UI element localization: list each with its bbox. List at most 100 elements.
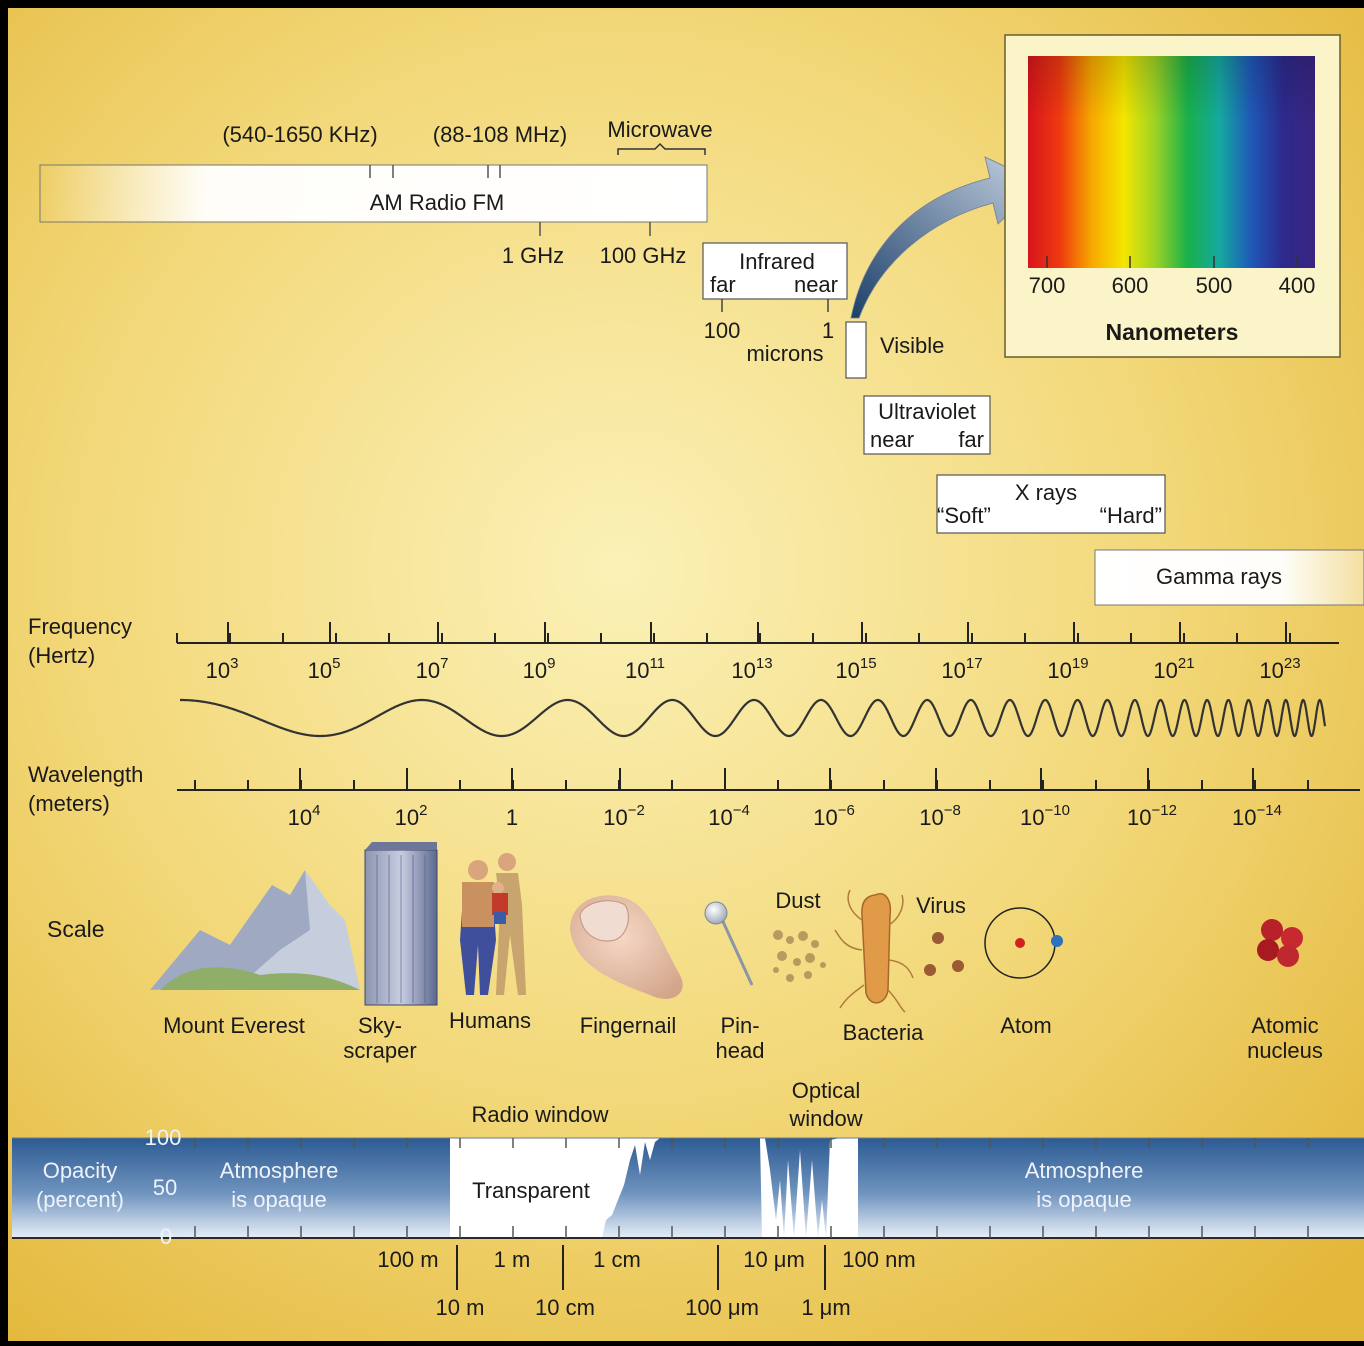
wavelength-tick-label: 104 bbox=[288, 802, 321, 830]
nucleus-icon bbox=[1257, 919, 1303, 967]
xray-soft: “Soft” bbox=[937, 503, 991, 528]
fingernail-icon bbox=[570, 895, 683, 999]
infrared-near: near bbox=[794, 272, 838, 297]
skyscraper-label-1: Sky- bbox=[358, 1013, 402, 1038]
skyscraper-label-2: scraper bbox=[343, 1038, 416, 1063]
virus-label: Virus bbox=[916, 893, 966, 918]
gamma-label: Gamma rays bbox=[1156, 564, 1282, 589]
frequency-tick-label: 1021 bbox=[1153, 655, 1194, 683]
scale-label: Scale bbox=[47, 916, 105, 942]
frequency-tick-label: 1019 bbox=[1047, 655, 1088, 683]
axis-100nm: 100 nm bbox=[842, 1247, 915, 1272]
humans-icon bbox=[460, 853, 526, 995]
gamma-band: Gamma rays bbox=[1094, 549, 1364, 606]
skyscraper-icon bbox=[364, 842, 438, 1006]
fingernail-label: Fingernail bbox=[580, 1013, 677, 1038]
wavelength-tick-label: 10−10 bbox=[1020, 802, 1070, 830]
frequency-tick-label: 105 bbox=[308, 655, 341, 683]
spectrum-tick-label: 700 bbox=[1029, 273, 1066, 298]
wavelength-tick-label: 10−14 bbox=[1232, 802, 1282, 830]
opaque-right-label-1: Atmosphere bbox=[1025, 1158, 1144, 1183]
microwave-bracket bbox=[617, 142, 706, 155]
optical-window-label-1: Optical bbox=[792, 1078, 860, 1103]
axis-1cm: 1 cm bbox=[593, 1247, 641, 1272]
ultraviolet-band: Ultraviolet near far bbox=[863, 395, 991, 455]
pinhead-icon bbox=[704, 901, 754, 986]
axis-1m: 1 m bbox=[494, 1247, 531, 1272]
bacteria-icon bbox=[834, 889, 914, 1013]
atom-label: Atom bbox=[1000, 1013, 1051, 1038]
frequency-tick-label: 1023 bbox=[1259, 655, 1300, 683]
nucleus-label-2: nucleus bbox=[1247, 1038, 1323, 1063]
opaque-left-label-2: is opaque bbox=[231, 1187, 326, 1212]
opaque-right-label-2: is opaque bbox=[1036, 1187, 1131, 1212]
opacity-0-label: 0 bbox=[160, 1224, 172, 1249]
infrared-far: far bbox=[710, 272, 736, 297]
wavelength-tick-label: 10−2 bbox=[603, 802, 645, 830]
opaque-left-label-1: Atmosphere bbox=[220, 1158, 339, 1183]
bottom-axis-ticks bbox=[456, 1245, 826, 1290]
virus-icon bbox=[924, 932, 964, 976]
frequency-unit-label: (Hertz) bbox=[28, 643, 95, 668]
humans-label: Humans bbox=[449, 1008, 531, 1033]
wavelength-tick-label: 1 bbox=[506, 805, 518, 830]
ghz-1-label: 1 GHz bbox=[502, 243, 564, 268]
opacity-label-1: Opacity bbox=[43, 1158, 118, 1183]
axis-100um: 100 μm bbox=[685, 1295, 759, 1320]
nucleus-label-1: Atomic bbox=[1251, 1013, 1318, 1038]
xray-title: X rays bbox=[1015, 480, 1077, 505]
transparent-label: Transparent bbox=[472, 1178, 590, 1203]
frequency-tick-label: 109 bbox=[523, 655, 556, 683]
axis-1um: 1 μm bbox=[801, 1295, 850, 1320]
spectrum-tick-label: 400 bbox=[1279, 273, 1316, 298]
wave-icon bbox=[180, 698, 1327, 738]
wavelength-unit-label: (meters) bbox=[28, 791, 110, 816]
radio-band: AM Radio FM bbox=[39, 164, 708, 236]
dust-label: Dust bbox=[775, 888, 820, 913]
frequency-tick-label: 1017 bbox=[941, 655, 982, 683]
bacteria-label: Bacteria bbox=[843, 1020, 924, 1045]
atom-icon bbox=[984, 907, 1063, 979]
opaque-region-right bbox=[858, 1138, 1364, 1238]
visible-label: Visible bbox=[880, 333, 944, 358]
spectrum-tick-label: 600 bbox=[1112, 273, 1149, 298]
opacity-50-label: 50 bbox=[153, 1175, 177, 1200]
wavelength-tick-label: 10−8 bbox=[919, 802, 961, 830]
ghz-100-label: 100 GHz bbox=[600, 243, 687, 268]
ir-100-label: 100 bbox=[704, 318, 741, 343]
wavelength-label: Wavelength bbox=[28, 762, 143, 787]
frequency-tick-label: 1013 bbox=[731, 655, 772, 683]
ultraviolet-far: far bbox=[958, 427, 984, 452]
infrared-band: Infrared far near bbox=[702, 242, 848, 312]
wavelength-tick-label: 10−12 bbox=[1127, 802, 1177, 830]
frequency-tick-label: 1015 bbox=[835, 655, 876, 683]
wavelength-tick-label: 102 bbox=[395, 802, 428, 830]
wavelength-tick-label: 10−6 bbox=[813, 802, 855, 830]
opacity-label-2: (percent) bbox=[36, 1187, 124, 1212]
radio-window-label: Radio window bbox=[472, 1102, 609, 1127]
pinhead-label-1: Pin- bbox=[720, 1013, 759, 1038]
wavelength-tick-label: 10−4 bbox=[708, 802, 750, 830]
axis-10m: 10 m bbox=[436, 1295, 485, 1320]
frequency-tick-label: 103 bbox=[206, 655, 239, 683]
fm-range-label: (88-108 MHz) bbox=[433, 122, 567, 147]
xray-band: X rays “Soft” “Hard” bbox=[936, 474, 1166, 534]
axis-10um: 10 μm bbox=[743, 1247, 805, 1272]
frequency-label: Frequency bbox=[28, 614, 132, 639]
microwave-label: Microwave bbox=[607, 117, 712, 142]
ultraviolet-near: near bbox=[870, 427, 914, 452]
everest-label: Mount Everest bbox=[163, 1013, 305, 1038]
infrared-title: Infrared bbox=[739, 249, 815, 274]
ir-1-label: 1 bbox=[822, 318, 834, 343]
frequency-tick-label: 107 bbox=[416, 655, 449, 683]
visible-band bbox=[845, 321, 867, 379]
axis-100m: 100 m bbox=[377, 1247, 438, 1272]
radio-band-label: AM Radio FM bbox=[370, 190, 504, 215]
opacity-chart bbox=[12, 1137, 1364, 1239]
opacity-100-label: 100 bbox=[145, 1125, 182, 1150]
am-range-label: (540-1650 KHz) bbox=[222, 122, 377, 147]
xray-hard: “Hard” bbox=[1100, 503, 1162, 528]
